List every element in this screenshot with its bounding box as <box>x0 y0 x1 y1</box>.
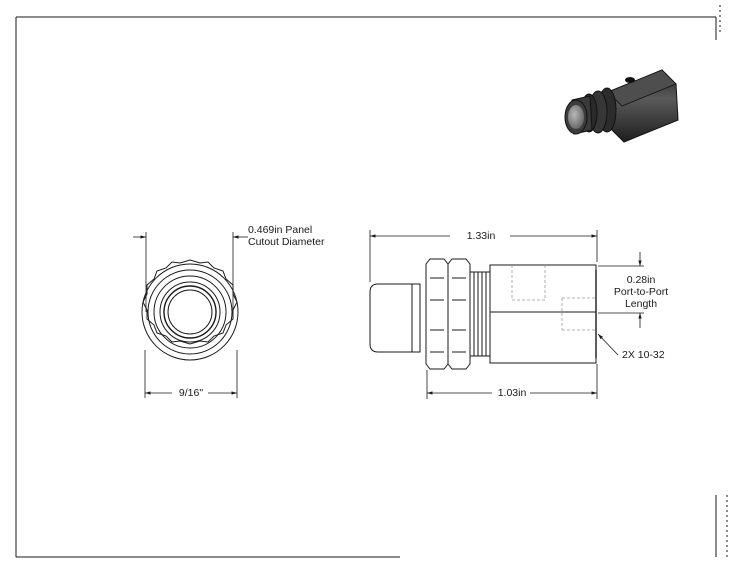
ports-label: 2X 10-32 <box>622 349 665 361</box>
panel-cutout-label: 0.469in Panel Cutout Diameter <box>248 224 325 248</box>
front-view <box>141 259 239 361</box>
front-view-dimensions <box>133 232 248 398</box>
hex-width-label: 9/16" <box>175 387 207 399</box>
side-view-dimensions <box>369 230 644 399</box>
sheet-border <box>15 5 728 558</box>
side-view <box>369 258 597 370</box>
isometric-view <box>564 69 679 143</box>
overall-length-label: 1.33in <box>458 230 504 242</box>
port-spacing-label: 0.28in Port-to-Port Length <box>606 274 676 310</box>
body-length-label: 1.03in <box>495 387 529 399</box>
hidden-port-lines <box>511 265 596 331</box>
